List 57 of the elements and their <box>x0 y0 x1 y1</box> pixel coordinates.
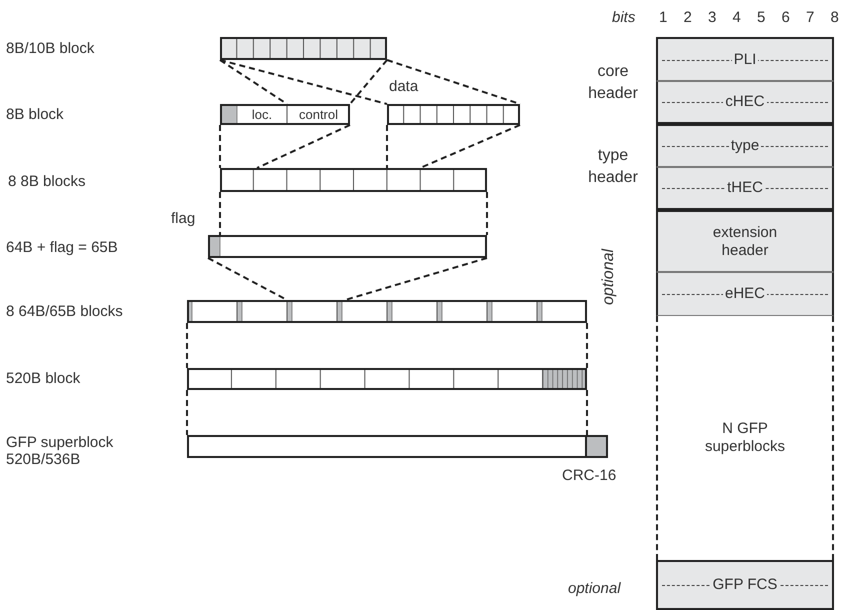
projection-line <box>219 125 221 168</box>
part-label: CRC-16 <box>562 467 616 484</box>
projection-line <box>586 390 588 435</box>
row-label: 8 64B/65B blocks <box>6 303 123 320</box>
block-bar <box>387 104 520 125</box>
field-label: extension header <box>712 224 778 260</box>
projection-line <box>256 124 350 169</box>
block-bar <box>187 300 587 323</box>
header-field <box>656 167 834 210</box>
bit-number: 5 <box>757 9 766 26</box>
projection-line <box>486 192 488 235</box>
projection-line <box>420 124 520 169</box>
part-label: data <box>389 78 418 95</box>
projection-line <box>208 257 288 301</box>
bit-number: 8 <box>830 9 839 26</box>
field-label: type <box>728 137 762 155</box>
row-label: 64B + flag = 65B <box>6 239 118 256</box>
block-bar <box>187 435 608 458</box>
row-label: 8B/10B block <box>6 40 94 57</box>
projection-line <box>349 59 388 105</box>
block-bar <box>220 37 387 60</box>
side-label: bits <box>612 9 636 26</box>
bit-number: 2 <box>684 9 692 26</box>
header-field <box>656 272 834 316</box>
projection-line <box>186 390 188 435</box>
side-label: optional <box>600 248 617 305</box>
bit-number: 3 <box>708 9 716 26</box>
projection-line <box>186 323 188 368</box>
block-bar <box>187 368 587 390</box>
block-bar <box>220 168 487 192</box>
projection-line <box>219 192 221 235</box>
side-label: optional <box>568 580 621 597</box>
part-label: flag <box>171 210 196 227</box>
projection-line <box>386 125 388 168</box>
bit-number: 7 <box>806 9 814 26</box>
bit-number: 6 <box>782 9 790 26</box>
side-label: type header <box>587 146 639 188</box>
field-label: loc. <box>252 106 272 124</box>
header-field <box>656 210 834 272</box>
header-field <box>656 124 834 167</box>
row-label: 8 8B blocks <box>8 173 86 190</box>
bit-number: 1 <box>659 9 668 26</box>
field-label: control <box>298 106 338 124</box>
header-field <box>656 81 834 124</box>
field-label: N GFP superblocks <box>704 420 786 456</box>
row-label: GFP superblock 520B/536B <box>6 434 114 468</box>
row-label: 8B block <box>6 106 64 123</box>
projection-line <box>344 257 488 301</box>
header-field <box>656 37 834 81</box>
projection-line <box>586 323 588 368</box>
side-label: core header <box>587 62 639 104</box>
projection-line <box>220 59 388 105</box>
header-field <box>656 560 834 610</box>
bit-number: 4 <box>732 9 741 26</box>
block-bar <box>220 104 350 125</box>
row-label: 520B block <box>6 370 80 387</box>
block-bar <box>208 235 487 258</box>
